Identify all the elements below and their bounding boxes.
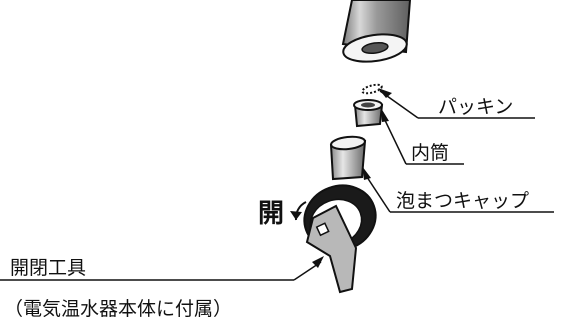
rotation-arrow-icon xyxy=(290,201,307,221)
foam-cap-part xyxy=(329,135,367,181)
leader-arrowheads xyxy=(312,88,392,268)
inner-tube-part xyxy=(353,99,384,128)
callout-leaders xyxy=(0,90,554,281)
faucet-spout xyxy=(341,0,412,63)
foam-cap-label: 泡まつキャップ xyxy=(396,190,529,212)
tool-label: 開閉工具 xyxy=(10,257,86,279)
open-direction-label: 開 xyxy=(258,199,284,229)
packing-label: パッキン xyxy=(438,96,513,118)
tool-note-label: （電気温水器本体に付属） xyxy=(4,298,232,320)
inner-tube-label: 内筒 xyxy=(411,142,449,164)
opening-tool xyxy=(305,204,358,294)
packing-part xyxy=(361,83,383,95)
